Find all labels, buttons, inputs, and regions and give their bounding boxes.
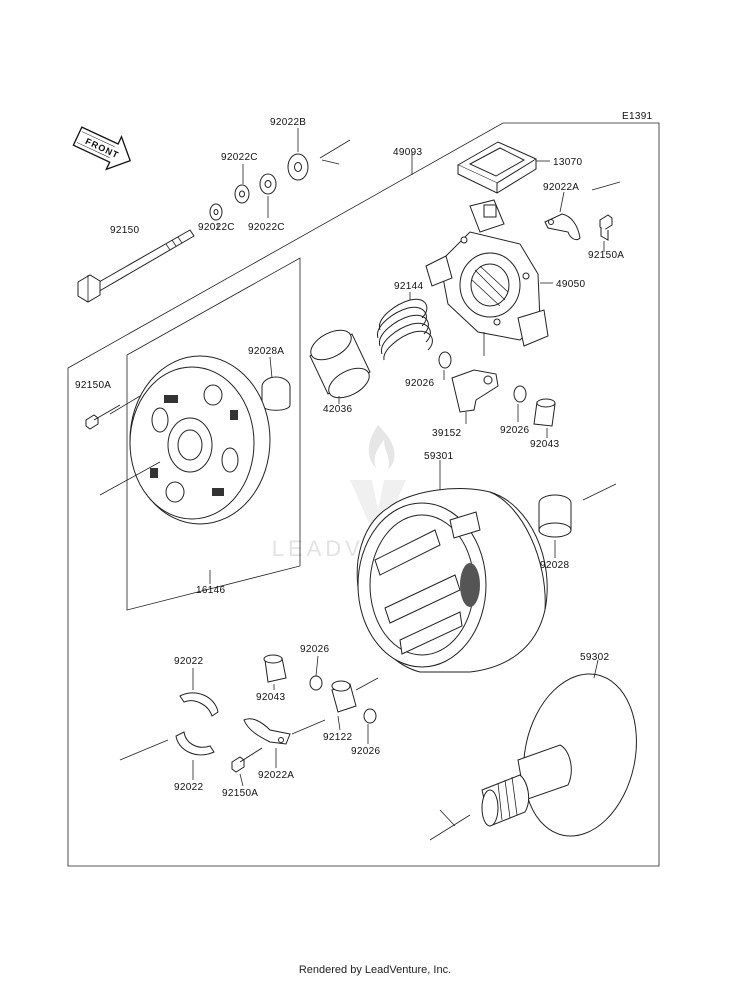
- part-92150A-bolt-left: [85, 404, 121, 430]
- axis-line-plate: [99, 461, 161, 496]
- part-92043-pin-b: [263, 654, 287, 683]
- axis-line-sheave-b: [439, 809, 456, 827]
- subassembly-frame-16146: [126, 257, 301, 611]
- part-92022C-washer-b: [234, 184, 250, 204]
- part-92122-roller: [331, 680, 357, 713]
- part-39152-weight: [451, 369, 499, 413]
- label-92026-c: 92026: [300, 644, 329, 655]
- diagram-code: E1391: [622, 111, 653, 122]
- label-92144: 92144: [394, 281, 423, 292]
- label-92028A: 92028A: [248, 346, 284, 357]
- axis-line-bushing: [582, 483, 617, 501]
- label-92022C-c: 92022C: [198, 222, 235, 233]
- label-59302: 59302: [580, 652, 609, 663]
- label-13070: 13070: [553, 157, 582, 168]
- label-92026-a: 92026: [405, 378, 434, 389]
- part-92022C-washer-c: [209, 203, 223, 221]
- part-92022-ring-a: [179, 692, 219, 717]
- label-92022C-a: 92022C: [221, 152, 258, 163]
- label-92122: 92122: [323, 732, 352, 743]
- part-92043-pin-a: [533, 398, 556, 427]
- label-92043-a: 92043: [530, 439, 559, 450]
- part-92022B-washer: [287, 153, 309, 181]
- part-92026-washer-a: [438, 351, 452, 369]
- front-arrow-icon: [72, 126, 132, 171]
- footer-credit: Rendered by LeadVenture, Inc.: [298, 964, 452, 976]
- label-49093: 49093: [393, 147, 422, 158]
- label-16146: 16146: [196, 585, 225, 596]
- assembly-frame: [67, 122, 660, 867]
- part-13070-slider: [456, 141, 538, 194]
- watermark-logo: [350, 425, 406, 530]
- label-49050: 49050: [556, 279, 585, 290]
- part-92022A-clip-top: [544, 213, 581, 241]
- axis-line-sheave: [429, 814, 471, 841]
- label-92026-b: 92026: [500, 425, 529, 436]
- axis-line-top: [319, 139, 351, 165]
- label-92022A-top: 92022A: [543, 182, 579, 193]
- part-92022A-clip-bottom: [243, 718, 291, 745]
- part-92150A-bolt-top: [599, 214, 613, 241]
- label-39152: 39152: [432, 428, 461, 439]
- part-92026-washer-d: [363, 708, 377, 724]
- label-92150A-left: 92150A: [75, 380, 111, 391]
- label-92022B: 92022B: [270, 117, 306, 128]
- part-92028A-bushing: [261, 376, 291, 411]
- label-92150A-top: 92150A: [588, 250, 624, 261]
- axis-line-rings: [119, 739, 169, 761]
- part-42036-bushing: [309, 329, 371, 399]
- label-92022C-b: 92022C: [248, 222, 285, 233]
- label-92022-b: 92022: [174, 782, 203, 793]
- part-92026-washer-c: [309, 675, 323, 691]
- axis-line-roller: [355, 677, 379, 691]
- label-92026-d: 92026: [351, 746, 380, 757]
- label-42036: 42036: [323, 404, 352, 415]
- part-16146-plate: [129, 355, 271, 525]
- leader-lines: [192, 128, 605, 787]
- part-92022C-washer-a: [259, 173, 277, 195]
- label-92150A-bottom: 92150A: [222, 788, 258, 799]
- label-92043-b: 92043: [256, 692, 285, 703]
- part-92028-bushing: [538, 494, 572, 538]
- part-92026-washer-b: [513, 385, 527, 403]
- label-92028: 92028: [540, 560, 569, 571]
- part-92144-spring: [377, 298, 433, 361]
- axis-line-clip-bottom: [291, 719, 326, 735]
- part-92022-ring-b: [175, 731, 215, 756]
- axis-line-clip: [591, 181, 621, 191]
- label-59301: 59301: [424, 451, 453, 462]
- leader-92150A-left: [109, 395, 141, 415]
- part-49050-spider: [425, 199, 549, 347]
- label-92150: 92150: [110, 225, 139, 236]
- part-59302-sheave: [481, 673, 637, 837]
- part-92150-bolt: [77, 229, 195, 303]
- part-59301-housing: [356, 488, 548, 673]
- label-92022-a: 92022: [174, 656, 203, 667]
- label-92022A-bottom: 92022A: [258, 770, 294, 781]
- part-92150A-bolt-bottom: [231, 747, 263, 773]
